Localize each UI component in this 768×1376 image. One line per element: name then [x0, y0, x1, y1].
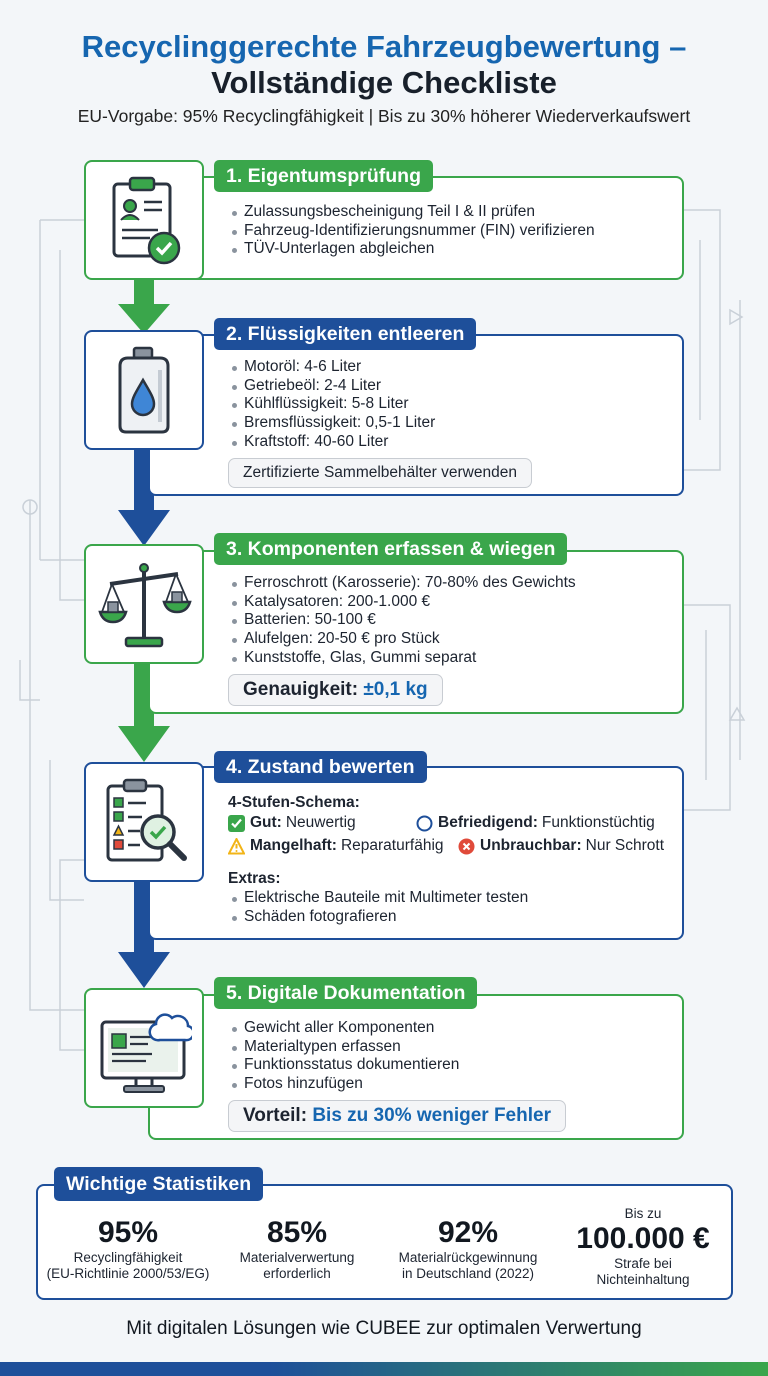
rating-satisfactory: Befriedigend:Funktionstüchtig — [416, 814, 655, 832]
stat-value: 100.000 € — [576, 1222, 710, 1255]
rating-unusable: Unbrauchbar:Nur Schrott — [458, 837, 664, 855]
page-title-line2: Vollständige Checkliste — [211, 65, 557, 100]
step3-list: Ferroschrott (Karosserie): 70-80% des Ge… — [230, 574, 576, 668]
list-item: Kunststoffe, Glas, Gummi separat — [230, 649, 576, 668]
stat-label: Nichteinhaltung — [596, 1272, 690, 1287]
stat-recovery: 92% Materialrückgewinnung in Deutschland… — [382, 1216, 554, 1282]
balance-scale-icon — [98, 563, 192, 648]
page-subtitle: EU-Vorgabe: 95% Recyclingfähigkeit | Bis… — [77, 106, 691, 126]
page-title-line1: Recyclinggerechte Fahrzeugbewertung – — [81, 29, 687, 64]
step2-title: 2. Flüssigkeiten entleeren — [214, 318, 477, 350]
step4-title: 4. Zustand bewerten — [214, 751, 427, 783]
list-item: Materialtypen erfassen — [230, 1038, 459, 1057]
accuracy-value: ±0,1 kg — [363, 679, 428, 700]
list-item: Getriebeöl: 2-4 Liter — [230, 377, 435, 396]
list-item: Elektrische Bauteile mit Multimeter test… — [230, 889, 528, 908]
step5-list: Gewicht aller Komponenten Materialtypen … — [230, 1019, 459, 1094]
step1-title: 1. Eigentumsprüfung — [214, 160, 433, 192]
arrow-step1-to-step2 — [118, 280, 170, 334]
bottom-gradient-bar — [0, 1362, 768, 1376]
step2-icon-box — [84, 330, 204, 450]
step3-icon-box — [84, 544, 204, 664]
rating-deficient: Mangelhaft:Reparaturfähig — [228, 837, 444, 855]
list-item: Zulassungsbescheinigung Teil I & II prüf… — [230, 203, 595, 222]
stats-panel — [36, 1184, 733, 1300]
fluid-canister-icon — [118, 346, 170, 434]
stat-value: 85% — [266, 1216, 328, 1249]
step3-accuracy-note: Genauigkeit: ±0,1 kg — [228, 674, 443, 706]
list-item: TÜV-Unterlagen abgleichen — [230, 240, 595, 259]
step5-icon-box — [84, 988, 204, 1108]
circle-icon — [416, 815, 433, 831]
stat-value: 92% — [437, 1216, 499, 1249]
step2-list: Motoröl: 4-6 Liter Getriebeöl: 2-4 Liter… — [230, 358, 435, 452]
stat-label: erforderlich — [263, 1266, 331, 1281]
stat-label: Materialrückgewinnung — [398, 1250, 538, 1265]
list-item: Fotos hinzufügen — [230, 1075, 459, 1094]
arrow-step3-to-step4 — [118, 664, 170, 762]
arrow-step4-to-step5 — [118, 880, 170, 988]
list-item: Katalysatoren: 200-1.000 € — [230, 593, 576, 612]
scheme-title: 4-Stufen-Schema: — [228, 794, 360, 811]
stats-title: Wichtige Statistiken — [54, 1167, 264, 1201]
x-circle-icon — [458, 838, 475, 854]
step5-benefit-note: Vorteil: Bis zu 30% weniger Fehler — [228, 1100, 566, 1132]
step4-list: Elektrische Bauteile mit Multimeter test… — [230, 889, 528, 926]
step1-list: Zulassungsbescheinigung Teil I & II prüf… — [230, 203, 595, 259]
step3-title: 3. Komponenten erfassen & wiegen — [214, 533, 568, 565]
list-item: Fahrzeug-Identifizierungsnummer (FIN) ve… — [230, 222, 595, 241]
step4-icon-box — [84, 762, 204, 882]
clipboard-check-icon — [112, 176, 181, 265]
step1-card — [148, 176, 684, 280]
step5-title: 5. Digitale Dokumentation — [214, 977, 478, 1009]
checkmark-icon — [228, 814, 245, 832]
list-item: Schäden fotografieren — [230, 908, 528, 927]
benefit-value: Bis zu 30% weniger Fehler — [312, 1105, 551, 1126]
accuracy-label: Genauigkeit: — [243, 679, 359, 700]
list-item: Gewicht aller Komponenten — [230, 1019, 459, 1038]
stat-label: Strafe bei — [614, 1256, 672, 1271]
stat-label: in Deutschland (2022) — [401, 1266, 535, 1281]
stat-material-use: 85% Materialverwertung erforderlich — [220, 1216, 374, 1282]
footer-text: Mit digitalen Lösungen wie CUBEE zur opt… — [126, 1318, 642, 1339]
step1-icon-box — [84, 160, 204, 280]
list-item: Ferroschrott (Karosserie): 70-80% des Ge… — [230, 574, 576, 593]
warning-icon — [228, 837, 245, 854]
checklist-magnifier-icon — [106, 778, 187, 862]
stat-label: Recyclingfähigkeit — [73, 1250, 183, 1265]
list-item: Kraftstoff: 40-60 Liter — [230, 433, 435, 452]
list-item: Bremsflüssigkeit: 0,5-1 Liter — [230, 414, 435, 433]
extras-title: Extras: — [228, 870, 281, 887]
step2-note: Zertifizierte Sammelbehälter verwenden — [228, 458, 532, 488]
arrow-step2-to-step3 — [118, 450, 170, 546]
stat-label: (EU-Richtlinie 2000/53/EG) — [46, 1266, 210, 1281]
list-item: Kühlflüssigkeit: 5-8 Liter — [230, 395, 435, 414]
rating-good: Gut:Neuwertig — [228, 814, 356, 832]
list-item: Batterien: 50-100 € — [230, 611, 576, 630]
stat-prefix: Bis zu — [624, 1206, 662, 1221]
benefit-label: Vorteil: — [243, 1105, 308, 1126]
list-item: Alufelgen: 20-50 € pro Stück — [230, 630, 576, 649]
stat-penalty: Bis zu 100.000 € Strafe bei Nichteinhalt… — [562, 1206, 724, 1288]
stat-label: Materialverwertung — [239, 1250, 355, 1265]
list-item: Motoröl: 4-6 Liter — [230, 358, 435, 377]
stat-recycling: 95% Recyclingfähigkeit (EU-Richtlinie 20… — [42, 1216, 214, 1282]
list-item: Funktionsstatus dokumentieren — [230, 1056, 459, 1075]
stat-value: 95% — [97, 1216, 159, 1249]
cloud-monitor-icon — [100, 1013, 192, 1093]
